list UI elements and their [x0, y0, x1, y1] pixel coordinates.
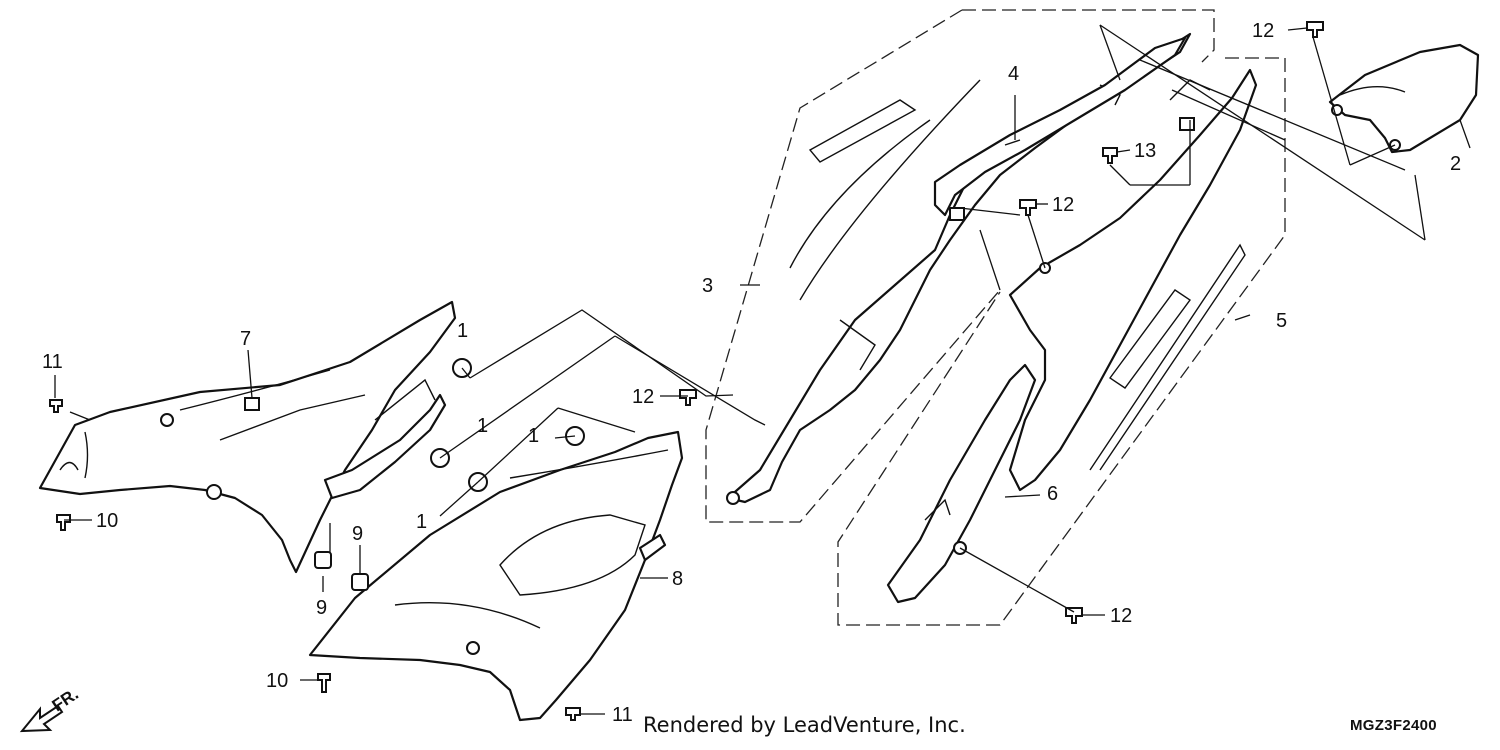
screw-icon: [565, 707, 581, 721]
callout-12: 12: [1252, 20, 1274, 42]
part-2-tail-cap[interactable]: [1328, 43, 1480, 154]
callout-1: 1: [477, 415, 488, 437]
front-direction-indicator: FR.: [19, 684, 82, 733]
rivet-icon: [56, 514, 71, 531]
callout-1: 1: [528, 425, 539, 447]
direction-arrow-icon: [19, 704, 64, 733]
part-6-lower-panel[interactable]: [886, 363, 1037, 604]
bolt-icon: [1019, 199, 1037, 216]
callout-13: 13: [1134, 140, 1156, 162]
collar-icon: [351, 573, 369, 591]
collar-icon: [314, 551, 332, 569]
rivet-icon: [317, 673, 331, 693]
callout-1: 1: [457, 320, 468, 342]
bolt-icon: [1306, 21, 1324, 38]
screw-icon: [49, 399, 63, 413]
assembly-group-rear-cowl: [837, 57, 1286, 626]
diagram-code: MGZ3F2400: [1350, 717, 1437, 734]
callout-7: 7: [240, 328, 251, 350]
part-7-side-cover[interactable]: [38, 300, 457, 574]
inner-bracket: [323, 378, 447, 500]
callout-10: 10: [96, 510, 118, 532]
callout-12: 12: [1052, 194, 1074, 216]
assembly-group-seat-cowl: [705, 9, 1215, 523]
callout-9: 9: [316, 597, 327, 619]
callout-labels: 1 1 1 1 2 3 4 5 6 7 8 9 9 10 10 11 11 12…: [42, 20, 1461, 726]
callout-9: 9: [352, 523, 363, 545]
callout-6: 6: [1047, 483, 1058, 505]
part-5-rear-cowl[interactable]: [1008, 68, 1258, 492]
bolt-icon: [679, 389, 697, 406]
callout-1: 1: [416, 511, 427, 533]
bolt-icon: [1102, 147, 1118, 164]
callout-12: 12: [1110, 605, 1132, 627]
render-credit: Rendered by LeadVenture, Inc.: [643, 713, 966, 737]
callout-3: 3: [702, 275, 713, 297]
callout-11: 11: [612, 704, 633, 726]
callout-2: 2: [1450, 153, 1461, 175]
callout-10: 10: [266, 670, 288, 692]
callout-4: 4: [1008, 63, 1019, 85]
bolt-icon: [1065, 607, 1083, 624]
part-8-lower-cover[interactable]: [308, 430, 684, 722]
part-4-bracket[interactable]: [933, 36, 1187, 217]
callout-12: 12: [632, 386, 654, 408]
leader-lines: [54, 24, 1471, 715]
callout-5: 5: [1276, 310, 1287, 332]
callout-8: 8: [672, 568, 683, 590]
callout-11: 11: [42, 351, 63, 373]
